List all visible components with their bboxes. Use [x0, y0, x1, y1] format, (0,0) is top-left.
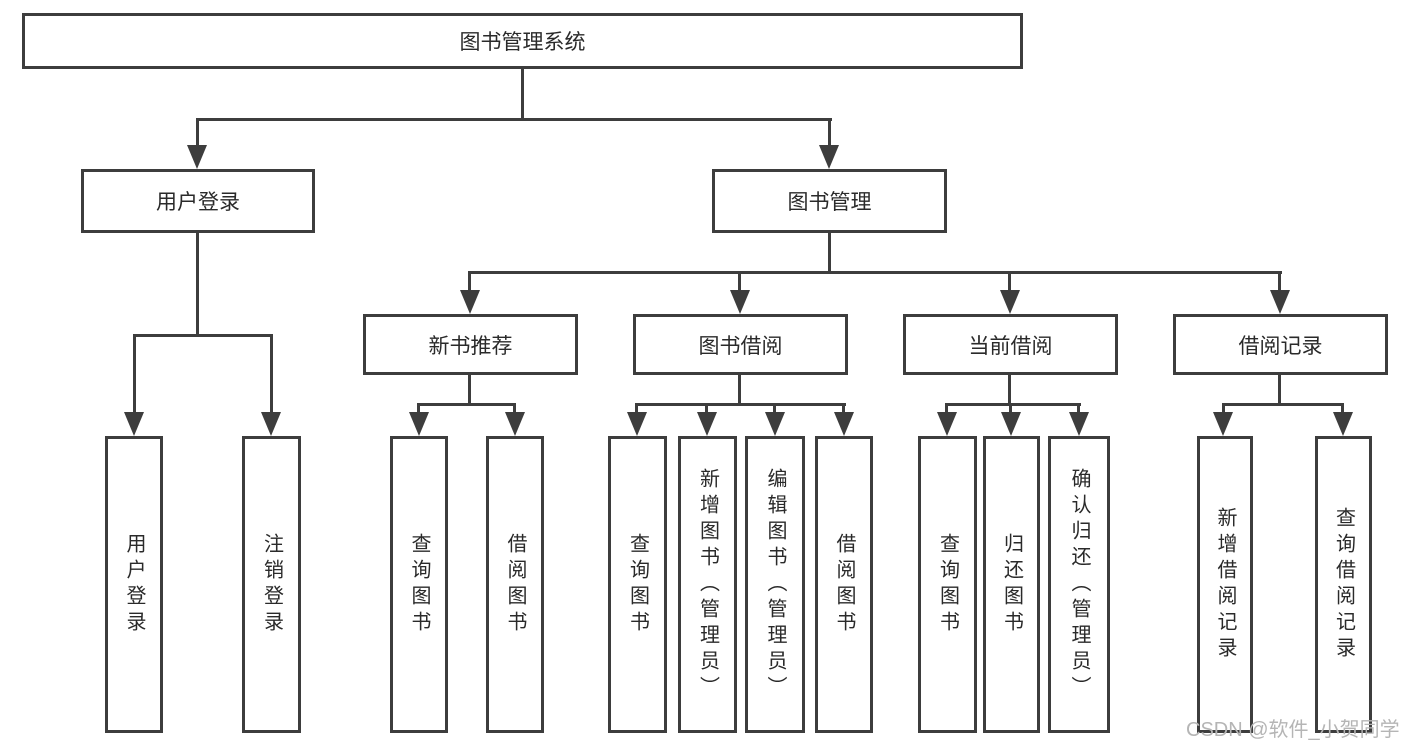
leaf-query-borrow-record: 查询借阅记录	[1315, 436, 1372, 733]
connector-line	[1009, 403, 1012, 413]
arrow-down-icon	[730, 290, 750, 314]
node-label: 当前借阅	[968, 334, 1053, 358]
leaf-query-books-borrowing: 查询图书	[608, 436, 667, 733]
arrow-down-icon	[1270, 290, 1290, 314]
arrow-down-icon	[1001, 412, 1021, 436]
node-label: 用户登录	[156, 191, 240, 214]
node-label: 图书借阅	[698, 334, 783, 358]
leaf-add-book-admin: 新增图书（管理员）	[678, 436, 737, 733]
node-root: 图书管理系统	[22, 13, 1023, 69]
connector-line	[468, 271, 1282, 274]
connector-line	[635, 403, 846, 406]
connector-line	[1278, 271, 1281, 291]
connector-line	[1077, 403, 1080, 413]
node-user-login: 用户登录	[81, 169, 315, 233]
arrow-down-icon	[834, 412, 854, 436]
connector-line	[196, 118, 832, 121]
connector-line	[1008, 375, 1011, 405]
leaf-label: 查询图书	[626, 532, 649, 637]
leaf-confirm-return-admin: 确认归还（管理员）	[1048, 436, 1110, 733]
connector-line	[738, 271, 741, 291]
arrow-down-icon	[819, 145, 839, 169]
node-book-borrowing: 图书借阅	[633, 314, 848, 375]
connector-line	[1278, 375, 1281, 405]
node-new-book-recommend: 新书推荐	[363, 314, 578, 375]
connector-line	[738, 375, 741, 405]
connector-line	[270, 334, 273, 412]
connector-line	[133, 334, 136, 412]
arrow-down-icon	[937, 412, 957, 436]
connector-line	[133, 334, 273, 337]
leaf-label: 查询图书	[936, 532, 959, 637]
arrow-down-icon	[1333, 412, 1353, 436]
connector-line	[1222, 403, 1225, 413]
node-root-label: 图书管理系统	[459, 31, 586, 54]
leaf-label: 借阅图书	[504, 532, 526, 637]
leaf-return-book: 归还图书	[983, 436, 1040, 733]
arrow-down-icon	[697, 412, 717, 436]
node-current-borrowing: 当前借阅	[903, 314, 1118, 375]
connector-line	[196, 233, 199, 337]
connector-line	[1008, 271, 1011, 291]
connector-line	[417, 403, 420, 413]
connector-line	[705, 403, 708, 413]
arrow-down-icon	[765, 412, 785, 436]
node-book-management: 图书管理	[712, 169, 947, 233]
leaf-label: 用户登录	[123, 532, 145, 637]
leaf-label: 新增图书（管理员）	[696, 467, 719, 702]
connector-line	[417, 403, 516, 406]
node-label: 借阅记录	[1238, 334, 1323, 358]
connector-line	[828, 118, 831, 148]
connector-line	[773, 403, 776, 413]
connector-line	[945, 403, 948, 413]
arrow-down-icon	[124, 412, 144, 436]
arrow-down-icon	[1069, 412, 1089, 436]
connector-line	[196, 118, 199, 148]
node-label: 图书管理	[787, 191, 872, 214]
arrow-down-icon	[1213, 412, 1233, 436]
connector-line	[842, 403, 845, 413]
leaf-borrow-books-recommend: 借阅图书	[486, 436, 544, 733]
leaf-user-login: 用户登录	[105, 436, 163, 733]
leaf-logout: 注销登录	[242, 436, 301, 733]
connector-line	[513, 403, 516, 413]
connector-line	[828, 233, 831, 274]
leaf-label: 查询借阅记录	[1332, 506, 1355, 663]
arrow-down-icon	[505, 412, 525, 436]
connector-line	[468, 271, 471, 291]
arrow-down-icon	[1000, 290, 1020, 314]
leaf-label: 归还图书	[1000, 532, 1023, 637]
connector-line	[1222, 403, 1344, 406]
connector-line	[521, 68, 524, 121]
leaf-edit-book-admin: 编辑图书（管理员）	[745, 436, 805, 733]
arrow-down-icon	[460, 290, 480, 314]
leaf-label: 注销登录	[260, 532, 283, 637]
node-label: 新书推荐	[428, 334, 513, 358]
arrow-down-icon	[187, 145, 207, 169]
connector-line	[945, 403, 1081, 406]
leaf-query-books-recommend: 查询图书	[390, 436, 448, 733]
arrow-down-icon	[261, 412, 281, 436]
connector-line	[635, 403, 638, 413]
connector-line	[468, 375, 471, 405]
leaf-label: 确认归还（管理员）	[1068, 467, 1090, 702]
arrow-down-icon	[627, 412, 647, 436]
leaf-label: 新增借阅记录	[1214, 506, 1236, 663]
leaf-label: 查询图书	[408, 532, 430, 637]
csdn-watermark: CSDN @软件_小贺同学	[1186, 719, 1400, 741]
connector-line	[1341, 403, 1344, 413]
arrow-down-icon	[409, 412, 429, 436]
leaf-label: 编辑图书（管理员）	[764, 467, 786, 702]
node-borrowing-records: 借阅记录	[1173, 314, 1388, 375]
leaf-add-borrow-record: 新增借阅记录	[1197, 436, 1253, 733]
leaf-label: 借阅图书	[833, 532, 855, 637]
leaf-borrow-books: 借阅图书	[815, 436, 873, 733]
leaf-query-books-current: 查询图书	[918, 436, 977, 733]
